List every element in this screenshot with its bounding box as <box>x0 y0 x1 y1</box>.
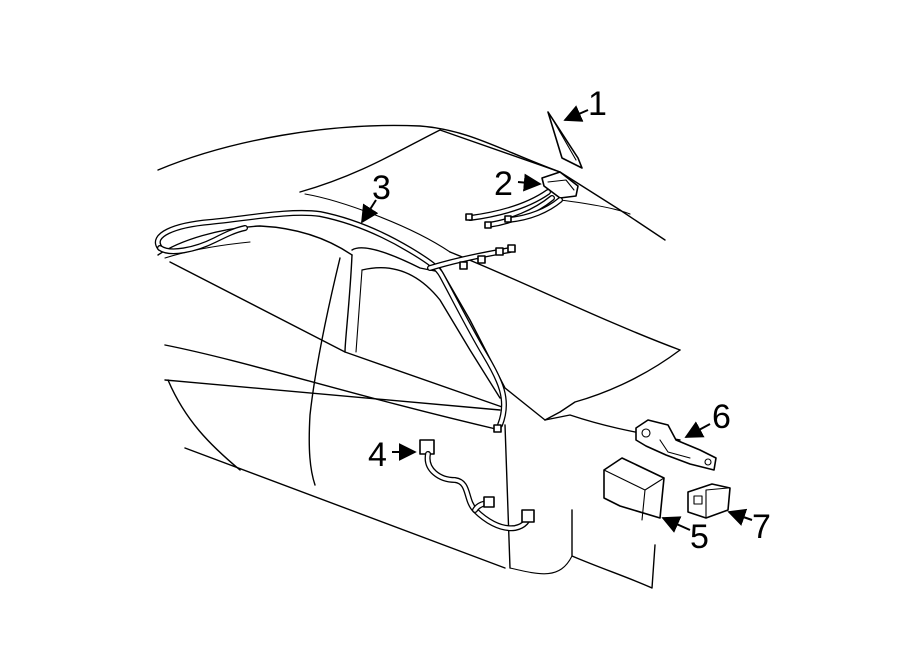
callout-5: 5 <box>690 518 709 556</box>
callout-6: 6 <box>712 398 731 436</box>
callout-3: 3 <box>372 169 391 207</box>
callout-7: 7 <box>752 508 771 546</box>
callout-labels: 1 2 3 4 5 6 7 <box>368 85 771 556</box>
callout-arrows <box>361 105 753 533</box>
part-7-clip <box>687 483 731 519</box>
callout-1: 1 <box>588 85 607 123</box>
part-1-antenna-panel <box>547 111 583 169</box>
part-2-roof-module <box>465 171 579 229</box>
part-4-harness <box>419 439 535 532</box>
part-3-roof-harness <box>154 209 516 433</box>
part-5-module <box>603 457 665 521</box>
car-body-outline <box>157 124 681 589</box>
callout-4: 4 <box>368 436 387 474</box>
part-6-bracket <box>635 419 717 471</box>
callout-2: 2 <box>494 165 513 203</box>
